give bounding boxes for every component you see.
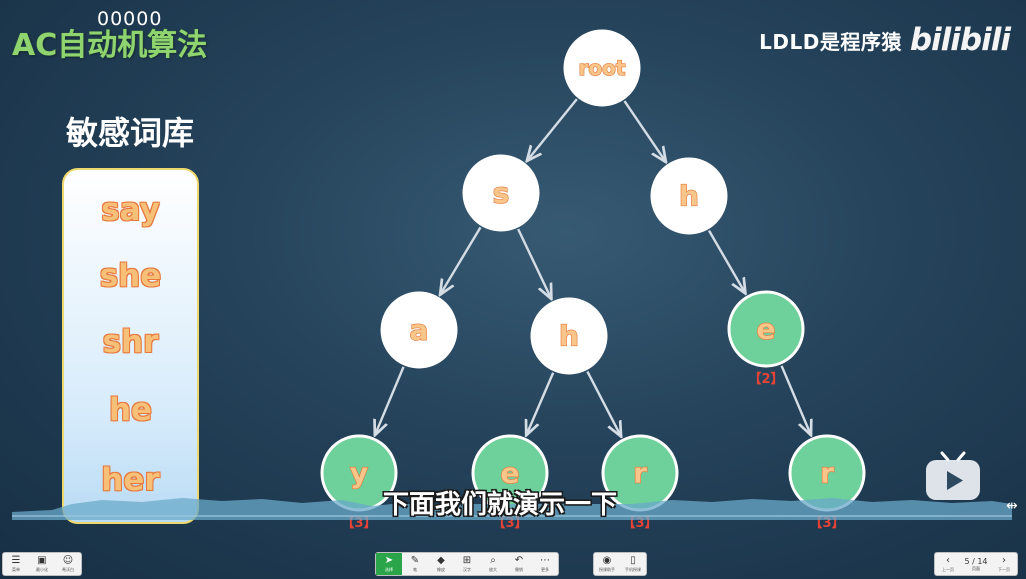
trie-edge [708,230,745,294]
chevron-left-icon: ‹ [946,555,950,566]
tool-label: 放大 [489,567,497,572]
brand-text: LDLD是程序猿 [759,29,902,54]
menu-icon: ☰ [11,555,21,566]
trie-edge [780,365,811,435]
brand: LDLD是程序猿 bilibili [759,22,1011,58]
page-number: 5 / 14 [964,556,988,566]
tool-label: 橡皮 [437,567,445,572]
page-counter: 00000 [97,8,163,30]
trie-node-y: y【3】 [320,434,398,531]
undo-button[interactable]: ↶撤销 [506,553,532,575]
trie-node-circle [462,154,540,232]
trie-node-e2: e【3】 [471,434,549,531]
trie-node-label: e [757,313,776,346]
trie-edge [375,366,405,435]
lexicon-word: shr [102,324,159,360]
zoom-icon: ⌕ [490,555,496,566]
tool-label: 手机授课 [625,567,641,572]
tool-label: 菜单 [12,567,20,572]
subtitle: 下面我们就演示一下 [383,490,618,520]
grid-icon: ⊞ [462,555,472,566]
trie-node-a: a [380,291,458,369]
chevron-right-icon: › [1002,555,1006,566]
hanzi-tool[interactable]: ⊞汉字 [454,553,480,575]
nav-label: 下一页 [998,567,1010,572]
assistant-button[interactable]: ◉授课助手 [594,553,620,575]
menu-button[interactable]: ☰菜单 [3,553,29,575]
trie-node-label: root [579,56,626,80]
camera-icon: ◉ [602,555,612,566]
more-button[interactable]: ⋯更多 [532,553,558,575]
prev-page-button[interactable]: ‹上一页 [935,553,961,575]
mobile-button[interactable]: ▯手机授课 [620,553,646,575]
trie-node-circle [530,297,608,375]
trie-node-label: e [501,457,520,490]
tv-icon[interactable] [924,450,982,502]
tool-label: 最小化 [36,567,48,572]
toolbar-right-tools: ◉授课助手 ▯手机授课 [593,552,647,576]
select-tool[interactable]: ➤选择 [376,553,402,575]
resize-handle-icon[interactable]: ⇹ [1006,498,1018,514]
undo-icon: ↶ [514,555,524,566]
lexicon-panel: say she shr he her [62,168,199,524]
trie-node-label: r [633,457,647,490]
trie-node-circle [380,291,458,369]
bilibili-logo: bilibili [909,22,1011,58]
trie-node-e1: e 【2】 [727,290,805,387]
next-page-button[interactable]: ›下一页 [991,553,1017,575]
trie-node-h1: h [650,157,728,235]
pen-tool[interactable]: ✎笔 [402,553,428,575]
lexicon-title: 敏感词库 [66,114,195,152]
lexicon-word: he [108,392,153,428]
tool-label: 撤销 [515,567,523,572]
page-title: AC自动机算法 [12,28,208,63]
eraser-icon: ◆ [437,555,445,566]
lexicon-word: she [99,258,162,294]
trie-node-count: 【2】 [748,371,783,387]
lexicon-word: her [101,462,160,498]
zoom-tool[interactable]: ⌕放大 [480,553,506,575]
trie-node-label: y [350,457,368,490]
trie-node-s: s [462,154,540,232]
trie-node-label: h [559,320,579,353]
toolbar-left: ☰菜单 ▣最小化 ☺希沃白 [2,552,82,576]
more-icon: ⋯ [540,555,550,566]
cursor-icon: ➤ [384,555,394,566]
tool-label: 授课助手 [599,567,615,572]
tool-label: 汉字 [463,567,471,572]
trie-edge [517,228,551,299]
trie-edge [586,370,621,437]
pen-icon: ✎ [410,555,420,566]
tool-label: 选择 [385,567,393,572]
trie-edge [440,226,482,294]
trie-node-label: a [410,314,429,347]
trie-node-label: r [820,457,834,490]
trie-node-root: root [563,29,641,107]
trie-node-h2: h [530,297,608,375]
tool-label: 更多 [541,567,549,572]
toolbar-center: ➤选择 ✎笔 ◆橡皮 ⊞汉字 ⌕放大 ↶撤销 ⋯更多 [375,552,559,576]
trie-node-label: h [679,180,699,213]
trie-node-circle [727,290,805,368]
tool-label: 笔 [413,567,417,572]
avatar-icon: ☺ [62,555,74,566]
nav-label: 上一页 [942,567,954,572]
lexicon-word: say [101,192,160,228]
trie-node-circle [650,157,728,235]
trie-edge [526,372,555,436]
account-button[interactable]: ☺希沃白 [55,553,81,575]
eraser-tool[interactable]: ◆橡皮 [428,553,454,575]
minimize-button[interactable]: ▣最小化 [29,553,55,575]
nav-label: 页面 [972,565,980,571]
tool-label: 希沃白 [62,567,74,572]
trie-edge [527,98,578,161]
audio-waveform [12,498,1012,520]
minimize-icon: ▣ [37,555,47,566]
trie-node-label: s [493,177,510,210]
trie-node-circle [563,29,641,107]
phone-icon: ▯ [630,555,636,566]
trie-edge [623,100,665,162]
